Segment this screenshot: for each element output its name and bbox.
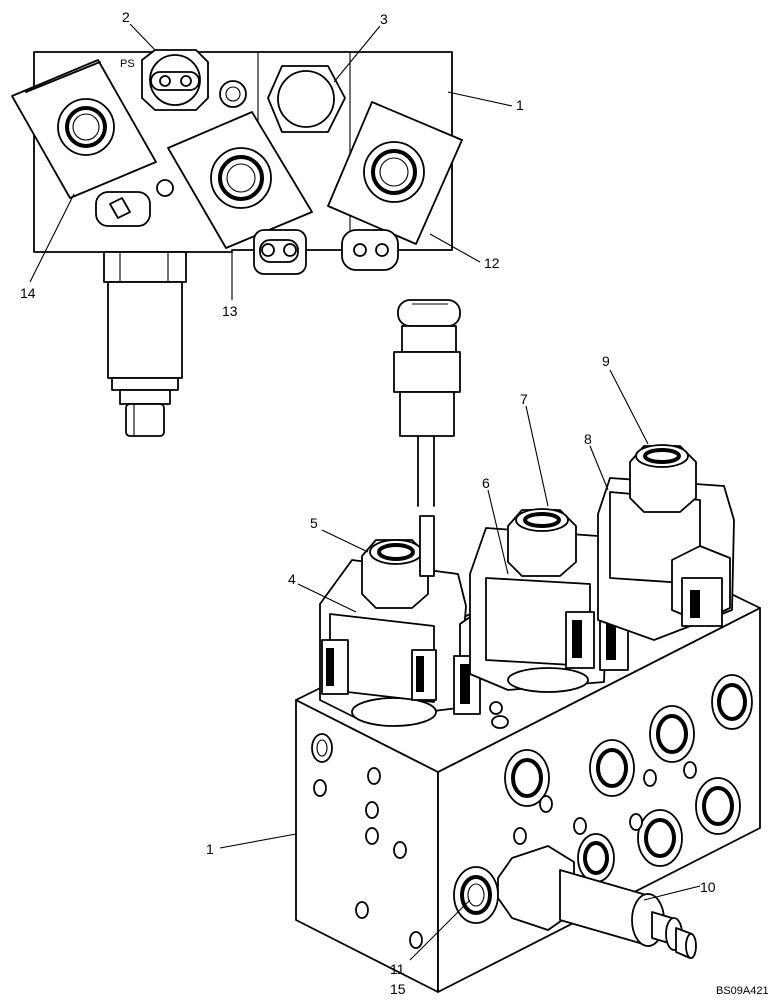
iso-solenoid-valve-right	[597, 444, 735, 641]
callout-10: 10	[700, 879, 716, 895]
callout-1-top: 1	[516, 97, 524, 113]
callout-9: 9	[602, 353, 610, 369]
callout-3: 3	[380, 11, 388, 27]
callout-15: 15	[390, 981, 406, 997]
callout-8: 8	[584, 431, 592, 447]
pressure-sensor	[141, 49, 209, 111]
callout-4: 4	[288, 571, 296, 587]
leader-lines	[29, 23, 701, 961]
iso-solenoid-valve-middle	[469, 508, 661, 693]
reference-code: BS09A421	[716, 985, 769, 997]
callout-12: 12	[484, 255, 500, 271]
solenoid-coil-middle	[167, 111, 313, 275]
iso-solenoid-valve-left	[319, 539, 509, 729]
solenoid-coil-right	[327, 101, 463, 271]
callout-5: 5	[310, 515, 318, 531]
callout-2: 2	[122, 9, 130, 25]
iso-relief-valve	[497, 845, 697, 959]
callouts: 2 3 1 12 13 14 1 4 5 6 7 8 9 10 11 15 BS…	[20, 9, 769, 997]
callout-11: 11	[390, 961, 405, 977]
harness-connector	[393, 299, 461, 577]
top-view: PS	[11, 49, 463, 437]
callout-7: 7	[520, 391, 528, 407]
callout-14: 14	[20, 285, 36, 301]
ps-stamp: PS	[120, 58, 135, 70]
top-relief-valve	[103, 251, 187, 437]
iso-view	[295, 299, 761, 993]
callout-6: 6	[482, 475, 490, 491]
hex-plug	[267, 65, 346, 133]
callout-13: 13	[222, 303, 238, 319]
solenoid-coil-left	[11, 59, 174, 227]
callout-1-bottom: 1	[206, 841, 214, 857]
